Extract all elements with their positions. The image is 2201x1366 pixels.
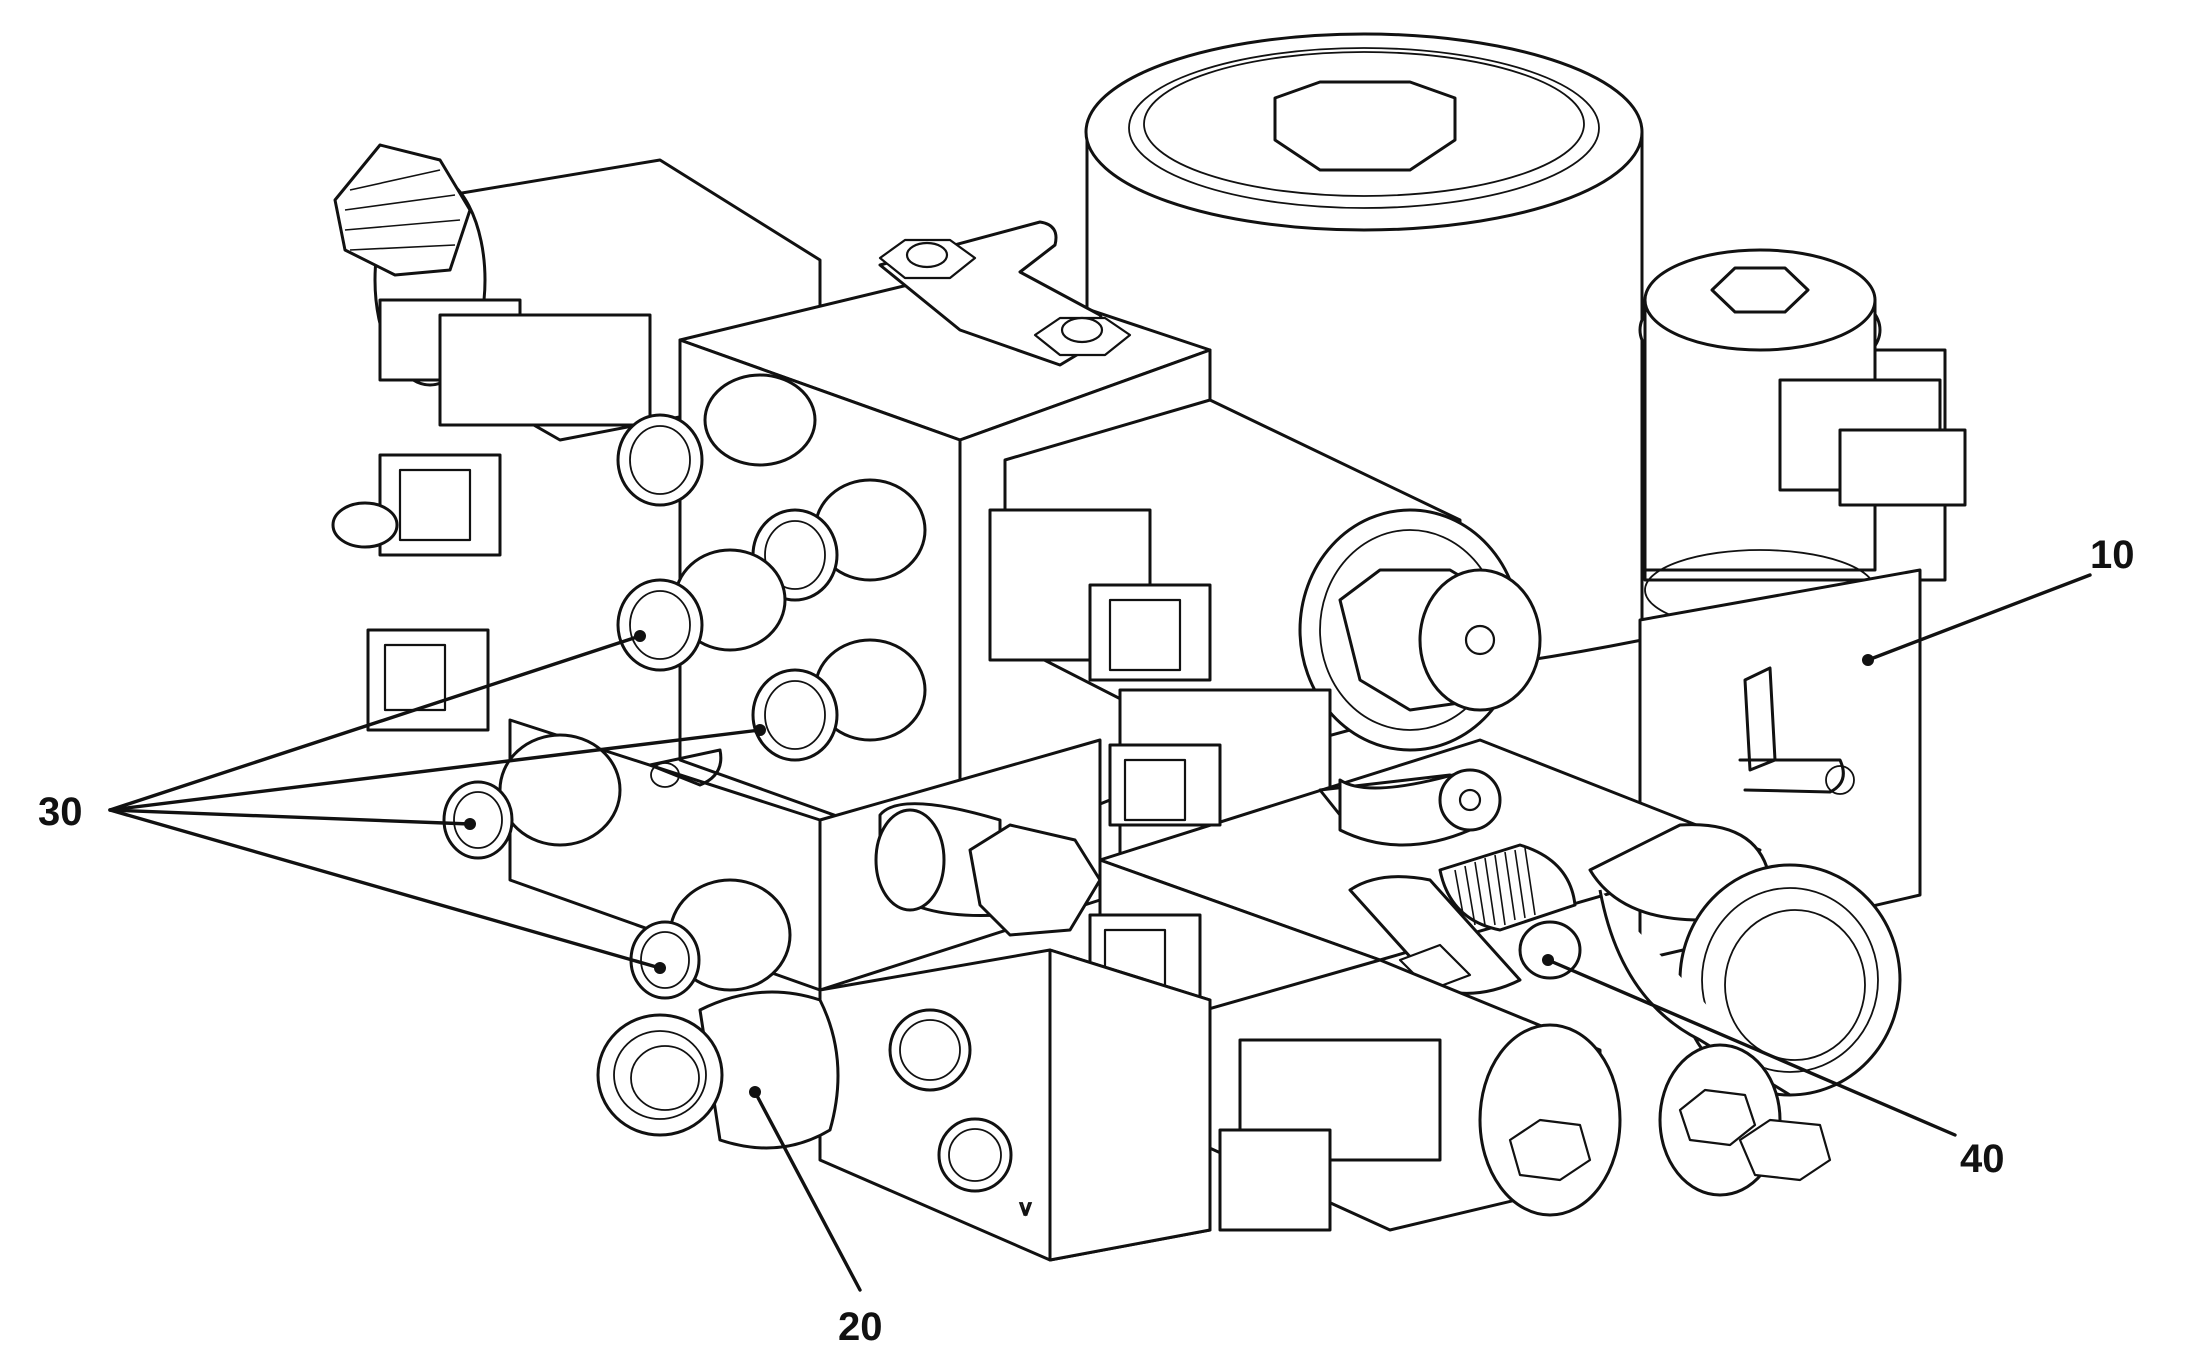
right-solenoid-valve: [1638, 248, 1967, 631]
leader-10: [1866, 573, 2092, 662]
callout-30: 30: [38, 790, 83, 834]
bottom-solenoid: [1168, 958, 1832, 1232]
leader-30-c: [108, 808, 472, 826]
leader-30-a: [108, 634, 642, 812]
leader-30-d: [108, 808, 662, 970]
callout-40: 40: [1960, 1137, 2005, 1181]
callout-20: 20: [838, 1305, 883, 1349]
port-fittings: [442, 373, 927, 1000]
callout-10: 10: [2090, 533, 2135, 577]
leader-20: [753, 1090, 862, 1292]
svg-text:v: v: [1020, 1195, 1031, 1220]
middle-lower-block: [1088, 688, 1762, 1082]
front-solenoid: [988, 398, 1542, 762]
leader-lines: [108, 573, 2092, 1292]
leader-40: [1546, 958, 1957, 1137]
accumulator-hex-cap: [1273, 80, 1457, 172]
leader-30-b: [108, 728, 762, 812]
port-20-fitting: [596, 990, 840, 1150]
central-hex-fitting: [874, 802, 1102, 937]
